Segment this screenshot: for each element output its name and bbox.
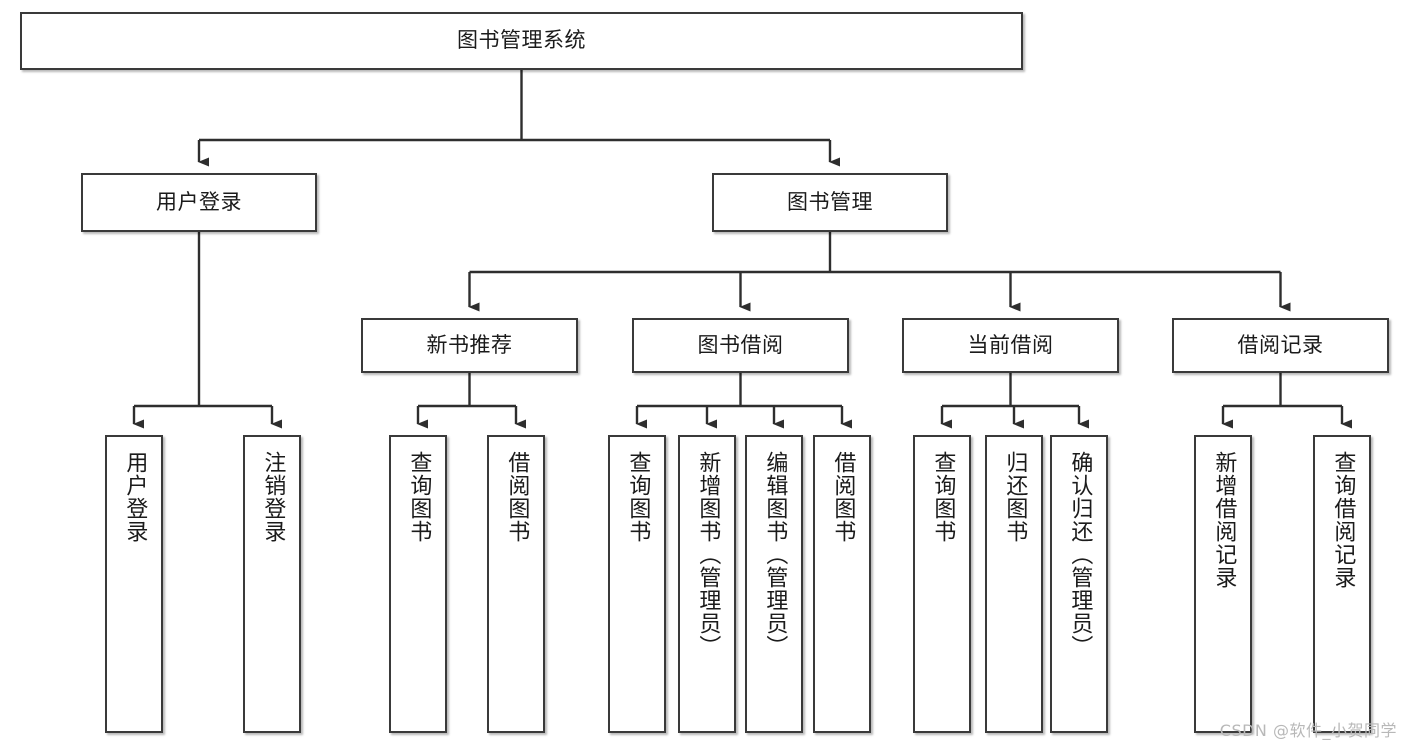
node-leaf-6[interactable]: 编辑图书（管理员） xyxy=(745,435,803,733)
node-label: 图书管理系统 xyxy=(457,28,586,53)
node-label: 新增图书（管理员） xyxy=(695,451,721,658)
node-label: 归还图书 xyxy=(1002,451,1028,543)
node-level2-1[interactable]: 图书借阅 xyxy=(632,318,849,373)
node-leaf-4[interactable]: 查询图书 xyxy=(608,435,666,733)
node-leaf-2[interactable]: 查询图书 xyxy=(389,435,447,733)
node-label: 注销登录 xyxy=(260,451,286,543)
node-leaf-8[interactable]: 查询图书 xyxy=(913,435,971,733)
node-leaf-0[interactable]: 用户登录 xyxy=(105,435,163,733)
node-label: 新增借阅记录 xyxy=(1211,451,1237,589)
node-label: 借阅图书 xyxy=(830,451,856,543)
node-label: 查询图书 xyxy=(406,451,432,543)
node-label: 借阅图书 xyxy=(504,451,530,543)
node-leaf-5[interactable]: 新增图书（管理员） xyxy=(678,435,736,733)
node-label: 用户登录 xyxy=(122,451,148,543)
node-label: 编辑图书（管理员） xyxy=(762,451,788,658)
node-label: 查询图书 xyxy=(625,451,651,543)
node-leaf-11[interactable]: 新增借阅记录 xyxy=(1194,435,1252,733)
node-leaf-12[interactable]: 查询借阅记录 xyxy=(1313,435,1371,733)
node-root-title[interactable]: 图书管理系统 xyxy=(20,12,1023,70)
node-label: 借阅记录 xyxy=(1237,332,1324,357)
node-label: 当前借阅 xyxy=(967,332,1054,357)
node-leaf-7[interactable]: 借阅图书 xyxy=(813,435,871,733)
node-leaf-1[interactable]: 注销登录 xyxy=(243,435,301,733)
node-label: 查询图书 xyxy=(930,451,956,543)
node-label: 用户登录 xyxy=(156,189,242,214)
node-level2-3[interactable]: 借阅记录 xyxy=(1172,318,1389,373)
node-leaf-3[interactable]: 借阅图书 xyxy=(487,435,545,733)
node-label: 查询借阅记录 xyxy=(1330,451,1356,589)
node-leaf-9[interactable]: 归还图书 xyxy=(985,435,1043,733)
node-level1-0[interactable]: 用户登录 xyxy=(81,173,317,232)
node-leaf-10[interactable]: 确认归还（管理员） xyxy=(1050,435,1108,733)
node-level2-0[interactable]: 新书推荐 xyxy=(361,318,578,373)
node-label: 图书借阅 xyxy=(697,332,784,357)
node-label: 确认归还（管理员） xyxy=(1067,451,1093,658)
node-label: 新书推荐 xyxy=(426,332,513,357)
node-level1-1[interactable]: 图书管理 xyxy=(712,173,948,232)
node-label: 图书管理 xyxy=(787,189,873,214)
node-level2-2[interactable]: 当前借阅 xyxy=(902,318,1119,373)
